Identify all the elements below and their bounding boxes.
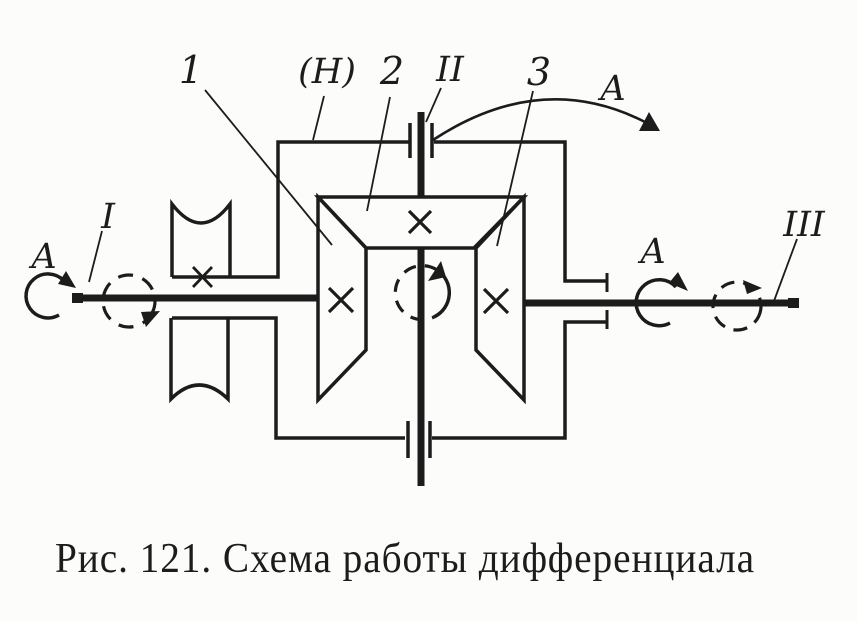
- worm-wheel-symbols: [169, 198, 232, 404]
- rotation-arrow-left-dashed-icon: [101, 273, 160, 329]
- x-mark-gear3: [482, 287, 510, 315]
- housing-top-right-wall: [434, 140, 607, 283]
- upper-bearing-ticks: [408, 123, 434, 158]
- rotation-arrow-center-icon: [393, 261, 452, 322]
- rotation-arrow-top-curve-icon: [432, 98, 660, 142]
- leader-lines: [88, 87, 798, 302]
- leader-line-II: [425, 87, 442, 123]
- rotation-arrows: [24, 98, 763, 332]
- leader-line-2: [366, 96, 391, 212]
- worm-wheel-lower: [169, 318, 230, 404]
- leader-line-I: [88, 230, 103, 283]
- label-gear-3: 3: [527, 50, 551, 94]
- housing-bottom-right-wall: [432, 320, 607, 440]
- label-rotation-A-left: A: [28, 237, 56, 277]
- label-carrier-H: (H): [298, 52, 356, 92]
- label-rotation-A-right: A: [637, 232, 665, 272]
- label-shaft-II: II: [435, 50, 465, 90]
- labels: 1 (H) 2 II 3 A A I A III: [28, 48, 826, 277]
- worm-wheel-upper: [170, 198, 232, 277]
- housing-top-left-wall: [172, 140, 410, 279]
- label-gear-2: 2: [379, 49, 404, 93]
- label-rotation-A-top: A: [597, 69, 625, 109]
- leader-line-1: [204, 89, 333, 246]
- housing-bottom-left-wall: [172, 316, 405, 440]
- leader-line-H: [312, 95, 325, 141]
- rotation-arrow-right-solid-icon: [634, 272, 688, 328]
- shafts: [72, 112, 799, 486]
- leader-line-III: [773, 238, 798, 302]
- x-mark-gear2: [407, 209, 433, 235]
- rotation-arrow-left-solid-icon: [24, 271, 76, 320]
- x-mark-final-drive: [191, 266, 214, 288]
- label-gear-1: 1: [179, 48, 203, 92]
- figure-caption: Рис. 121. Схема работы дифференциала: [55, 536, 755, 582]
- rotation-arrow-right-dashed-icon: [711, 280, 763, 332]
- label-shaft-I: I: [100, 197, 116, 237]
- leader-line-3: [496, 90, 534, 247]
- lower-bearing-ticks: [406, 421, 432, 458]
- carrier-housing-outline: [172, 140, 609, 440]
- label-shaft-III: III: [782, 205, 826, 245]
- x-mark-gear1: [327, 286, 355, 314]
- x-marks: [191, 209, 510, 315]
